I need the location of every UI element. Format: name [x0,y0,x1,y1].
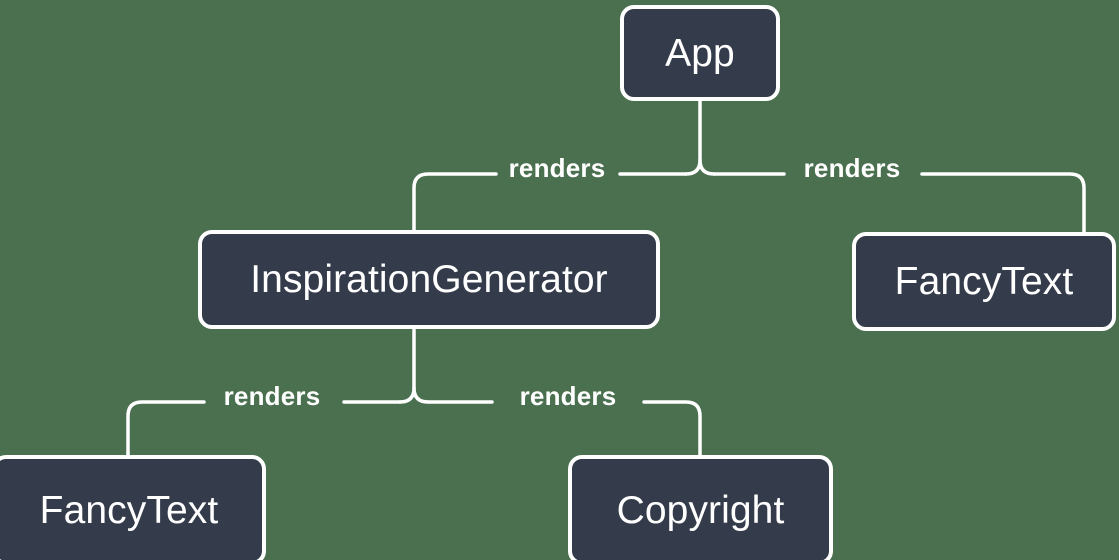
node-inspiration-generator-label: InspirationGenerator [250,258,608,301]
node-fancytext-left-label: FancyText [39,488,219,532]
connector-inspiration-junction [398,386,430,404]
node-fancytext-left[interactable]: FancyText [0,455,266,560]
node-fancytext-right-label: FancyText [894,260,1074,303]
edge-label-inspiration-generator-to-copyright: renders [519,381,617,411]
connector-inspiration-to-fancytext-left [126,400,206,458]
connector-app-to-fancytext-right [920,172,1086,235]
node-copyright[interactable]: Copyright [568,455,833,560]
node-copyright-label: Copyright [616,488,785,532]
node-app-label: App [665,31,735,75]
edge-label-inspiration-generator-to-fancytext: renders [223,381,321,411]
edge-label-app-to-fancytext: renders [803,153,901,183]
node-inspiration-generator[interactable]: InspirationGenerator [198,230,660,329]
node-app[interactable]: App [620,5,780,101]
connector-app-junction [684,158,716,176]
connector-inspiration-to-copyright-right [642,400,702,458]
node-fancytext-right[interactable]: FancyText [852,232,1116,331]
connector-app-to-inspiration-left [412,172,498,233]
edge-label-app-to-inspiration-generator: renders [508,153,606,183]
